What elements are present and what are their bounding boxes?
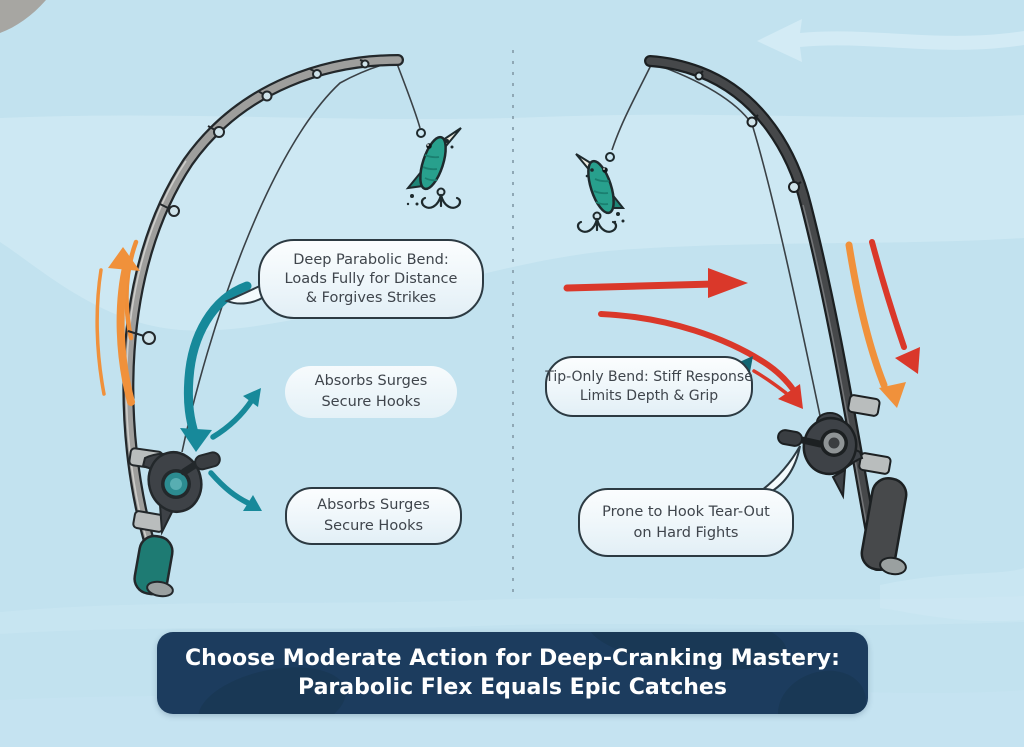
left-fishing-lure-icon <box>405 127 462 209</box>
right-rod-collars <box>847 394 892 475</box>
red-strain-arrow-icon <box>869 239 920 374</box>
left-orange-lift-arrows-icon <box>95 247 140 406</box>
left-fishing-line <box>181 60 397 453</box>
bubble-text-line: Secure Hooks <box>321 394 421 410</box>
water-droplets <box>406 139 454 206</box>
banner-title-line1: Choose Moderate Action for Deep-Cranking… <box>185 646 840 671</box>
banner-title-line2: Parabolic Flex Equals Epic Catches <box>298 675 727 700</box>
background-waves <box>0 114 1024 747</box>
teal-surge-arrow-lower-icon <box>208 470 262 511</box>
bubble-text-line: Deep Parabolic Bend: <box>293 251 449 268</box>
bubble-absorbs-surges-top: Absorbs Surges Secure Hooks <box>285 366 457 418</box>
orange-tip-load-arrow-icon <box>845 241 906 408</box>
right-rod-grip <box>860 477 908 576</box>
rod-stress-highlight <box>124 239 139 341</box>
left-spinning-reel-icon <box>141 451 221 536</box>
faint-left-arrow-icon <box>757 19 1024 62</box>
bubble-text-line: Absorbs Surges <box>317 497 430 513</box>
teal-surge-arrow-upper-icon <box>210 388 261 440</box>
bubble-text-line: Tip-Only Bend: Stiff Response <box>545 368 753 385</box>
corner-wedge-decoration <box>0 0 46 33</box>
red-curved-force-arrow-icon <box>598 311 803 409</box>
bubble-tip-only-bend: Tip-Only Bend: Stiff Response Limits Dep… <box>545 356 753 417</box>
bubble-text-line: Prone to Hook Tear-Out <box>602 503 770 520</box>
left-rod-guides <box>127 59 370 345</box>
title-banner: Choose Moderate Action for Deep-Cranking… <box>157 632 868 714</box>
bubble-text-line: Absorbs Surges <box>314 373 428 389</box>
bubble-text-line: Limits Depth & Grip <box>579 387 719 404</box>
water-droplets <box>585 168 625 224</box>
bubble-hook-tear-out: Prone to Hook Tear-Out on Hard Fights <box>578 488 794 557</box>
teal-load-arrow-icon <box>180 281 252 452</box>
right-fishing-line <box>651 62 824 431</box>
right-fishing-lure-icon <box>575 152 626 233</box>
bubble-deep-parabolic-bend: Deep Parabolic Bend: Loads Fully for Dis… <box>258 239 484 319</box>
bubble-text-line: Loads Fully for Distance <box>284 270 458 287</box>
left-rod-grip <box>133 534 174 598</box>
right-rod-guides <box>694 70 802 193</box>
bubble-absorbs-surges-bottom: Absorbs Surges Secure Hooks <box>285 487 462 545</box>
bubble-text-line: Secure Hooks <box>323 518 424 534</box>
parabolic-rod-icon <box>122 54 421 598</box>
bubble-tail-left <box>224 282 265 305</box>
bubble-text-line: on Hard Fights <box>633 524 739 541</box>
bubble-text-line: & Forgives Strikes <box>305 289 437 306</box>
right-spinning-reel-icon <box>777 412 864 500</box>
stiff-rod-icon <box>611 55 908 576</box>
red-straight-force-arrow-icon <box>563 268 748 298</box>
